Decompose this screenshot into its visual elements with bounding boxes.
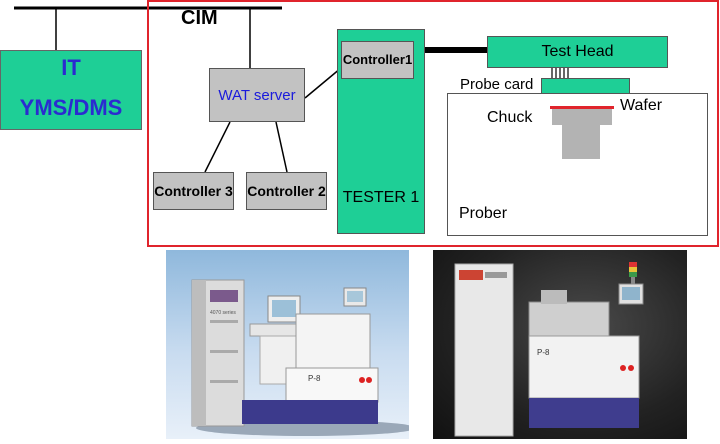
cim-boundary	[147, 0, 719, 247]
server-controller1-line	[304, 67, 342, 99]
controller-2-label: Controller 2	[247, 183, 326, 199]
test-head-box[interactable]: Test Head	[487, 36, 668, 68]
yms-dms-label: YMS/DMS	[19, 95, 123, 120]
chuck-label: Chuck	[487, 109, 533, 126]
probe-card-bar[interactable]	[541, 78, 630, 94]
it-label: IT	[61, 55, 81, 80]
wat-server-box[interactable]: WAT server	[209, 68, 305, 122]
cim-label: CIM	[181, 7, 218, 29]
tester-1-label: TESTER 1	[342, 189, 420, 206]
wat-server-label: WAT server	[218, 87, 296, 104]
controller-3-box[interactable]: Controller 3	[153, 172, 234, 210]
probe-card-label: Probe card	[460, 76, 536, 93]
server-controller2-line	[275, 121, 288, 173]
chuck-stem	[562, 125, 600, 159]
controller-1-label: Controller1	[342, 52, 413, 67]
wafer[interactable]	[550, 106, 614, 109]
prober-label: Prober	[459, 205, 508, 222]
wat-tester-series-badge: 4070 series	[210, 310, 236, 316]
it-box[interactable]: IT YMS/DMS	[0, 50, 142, 130]
prober-photo: P-8	[433, 250, 687, 439]
controller-1-box[interactable]: Controller1	[341, 41, 414, 79]
controller-2-box[interactable]: Controller 2	[246, 172, 327, 210]
wat-prober-badge: P-8	[308, 374, 321, 383]
wafer-label: Wafer	[620, 97, 663, 114]
server-controller3-line	[204, 121, 231, 173]
prober-badge: P-8	[537, 348, 550, 357]
test-head-label: Test Head	[541, 43, 614, 60]
controller-3-label: Controller 3	[154, 183, 233, 199]
chuck-top	[552, 109, 612, 125]
wat-tester-photo: 4070 series P-8	[166, 250, 409, 439]
prober-illustration	[454, 262, 644, 437]
wat-tester-illustration	[191, 279, 409, 436]
